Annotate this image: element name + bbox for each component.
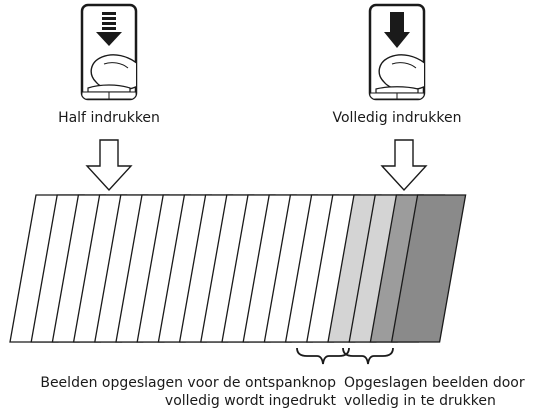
full-press-label: Volledig indrukken [332, 110, 462, 126]
half-press-label: Half indrukken [58, 110, 160, 126]
frame-sequence [9, 194, 467, 343]
down-arrow-outline-icon [380, 139, 428, 192]
caption-before-line1: Beelden opgeslagen voor de ontspanknop [40, 375, 336, 391]
shutter-half-press-icon [80, 3, 138, 101]
caption-after-line1: Opgeslagen beelden door [344, 375, 525, 391]
shutter-full-press-icon [368, 3, 426, 101]
caption-before-line2: volledig wordt ingedrukt [164, 393, 336, 409]
curly-brace-icon [296, 347, 350, 365]
caption-after-line2: volledig in te drukken [344, 393, 496, 409]
curly-brace-icon [342, 347, 394, 365]
down-arrow-outline-icon [85, 139, 133, 192]
image-frame [390, 194, 467, 343]
